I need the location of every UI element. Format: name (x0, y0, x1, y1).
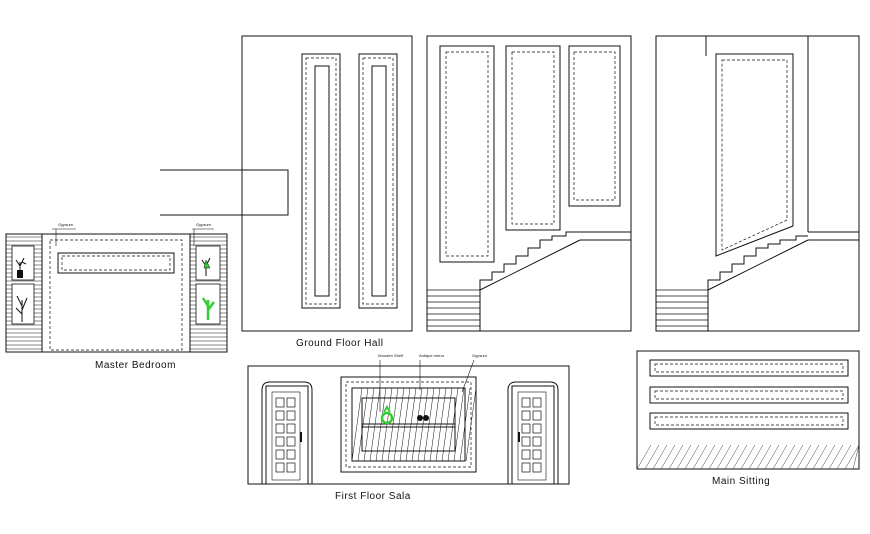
stair-elevation-center (426, 35, 632, 332)
plant-icon (15, 257, 27, 276)
bedroom-left-cabinet (5, 233, 43, 353)
green-vase-icon (380, 411, 394, 425)
green-sculpture-icon (201, 297, 215, 320)
gypsum-note-sala: Gypsum (472, 353, 488, 358)
stair-right-steps (707, 235, 808, 288)
stair-base-treads (427, 289, 480, 327)
stair-elevation-right (655, 35, 860, 332)
stair-right-panel (715, 53, 794, 257)
stair-right-outline (655, 35, 860, 332)
sala-door-right (507, 381, 559, 485)
bedroom-right-cabinet (189, 233, 228, 353)
stair-panel-3 (568, 45, 621, 207)
bedroom-back-wall (41, 233, 191, 353)
ground-floor-hall-caption: Ground Floor Hall (296, 338, 383, 349)
main-sitting-caption: Main Sitting (712, 476, 770, 487)
hall-panel-left (301, 53, 341, 309)
ground-floor-hall-elevation: Ground Floor Hall (160, 35, 413, 349)
antique-mirror-note: Antique mirror (419, 353, 445, 358)
main-sitting-elevation: Main Sitting (636, 350, 860, 487)
wooden-shelf-note: Wooden Shelf (378, 353, 404, 358)
hall-wall-outline (241, 35, 413, 332)
master-bedroom-caption: Master Bedroom (95, 360, 176, 371)
stair-wall-outline (426, 35, 632, 332)
hall-panel-right (358, 53, 398, 309)
sitting-wall-outline (636, 350, 860, 470)
hall-wall-step (242, 169, 289, 216)
sala-door-left (261, 381, 313, 485)
sitting-strip-1 (649, 359, 849, 377)
sitting-strip-3 (649, 412, 849, 430)
vase-icon (17, 270, 23, 278)
decor-object-icon (417, 415, 423, 421)
gypsum-note-right: Gypsum (196, 222, 212, 227)
stair-steps (479, 231, 580, 288)
stair-panel-2 (505, 45, 561, 231)
first-floor-sala-caption: First Floor Sala (335, 491, 411, 502)
left-niche-bottom (11, 283, 35, 325)
gypsum-note-left: Gypsum (58, 222, 74, 227)
door-handle-icon (300, 432, 302, 442)
green-plant-icon (203, 259, 211, 269)
stair-panel-1 (439, 45, 495, 263)
door-handle-icon-right (518, 432, 520, 442)
sitting-strip-2 (649, 386, 849, 404)
branch-decor-icon (15, 295, 28, 322)
first-floor-sala-elevation: Wooden Shelf Antique mirror Gypsum First… (247, 353, 570, 502)
stair-right-base-treads (656, 289, 708, 327)
green-plant-top-icon (383, 405, 391, 413)
master-bedroom-elevation: Gypsum Gypsum Master Bedroom (5, 222, 228, 371)
sala-wall-outline (247, 365, 570, 485)
bedroom-headboard-panel (57, 252, 175, 274)
sala-feature-wall: Wooden Shelf Antique mirror Gypsum (340, 353, 488, 473)
